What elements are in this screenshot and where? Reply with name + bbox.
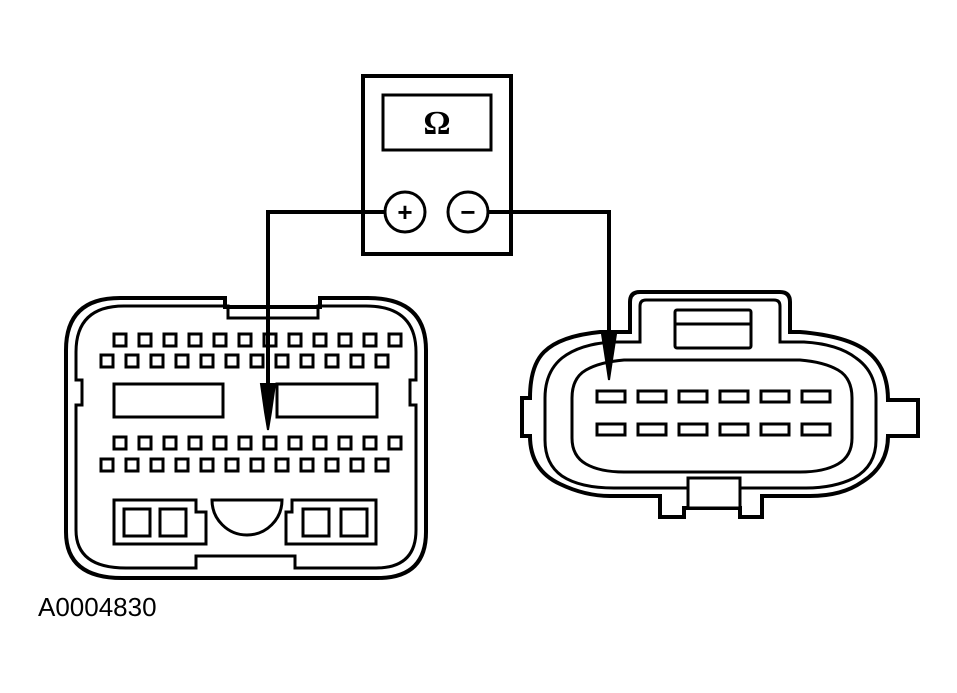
left-pin-cavity: [112, 435, 128, 451]
left-pin-cavity: [162, 435, 178, 451]
right-pin-cavity: [636, 422, 668, 437]
left-pin-cavity: [249, 353, 265, 369]
right-pin-cavity: [677, 389, 709, 404]
left-pin-cavity: [349, 457, 365, 473]
left-pin-cavity: [149, 353, 165, 369]
right-pin-cavity: [759, 389, 791, 404]
figure-id: A0004830: [38, 592, 157, 622]
positive-terminal-label: +: [397, 197, 412, 227]
right-pin-row-1: [595, 389, 832, 404]
left-pin-cavity: [387, 435, 403, 451]
left-pin-cavity: [387, 332, 403, 348]
left-pin-cavity: [287, 435, 303, 451]
left-connector: [64, 296, 428, 580]
left-connector-outer-shell: [64, 296, 428, 580]
left-pin-cavity: [124, 353, 140, 369]
negative-lead: [488, 210, 611, 335]
left-pin-cavity: [237, 435, 253, 451]
left-pin-cavity: [337, 435, 353, 451]
left-connector-slot-left: [112, 382, 225, 419]
left-connector-bottom-pin-3: [301, 507, 331, 538]
negative-probe-tip: [600, 333, 618, 381]
negative-terminal-label: −: [460, 197, 475, 227]
left-pin-cavity: [274, 353, 290, 369]
left-pin-cavity: [374, 457, 390, 473]
probe-tips: [259, 333, 618, 431]
right-pin-cavity: [595, 422, 627, 437]
left-pin-cavity: [187, 332, 203, 348]
left-connector-bottom-pin-1: [122, 507, 152, 538]
left-pin-cavity: [162, 332, 178, 348]
left-pin-cavity: [262, 332, 278, 348]
left-pin-cavity: [274, 457, 290, 473]
left-connector-bottom-pin-4: [339, 507, 369, 538]
left-pin-row-3: [112, 435, 403, 451]
ohm-symbol: Ω: [423, 105, 450, 142]
left-pin-row-1: [112, 332, 403, 348]
left-pin-cavity: [262, 435, 278, 451]
right-pin-cavity: [718, 389, 750, 404]
left-pin-cavity: [174, 353, 190, 369]
right-connector-inner-shell: [570, 358, 854, 474]
left-connector-bottom-left-bay: [112, 498, 208, 546]
left-pin-cavity: [362, 435, 378, 451]
left-connector-inner-shell: [74, 304, 418, 570]
right-pin-row-2: [595, 422, 832, 437]
right-connector-outer-shell: [520, 290, 920, 519]
left-pin-row-2: [99, 353, 390, 369]
left-pin-cavity: [224, 457, 240, 473]
right-connector: [520, 290, 920, 519]
ohmmeter: Ω + −: [361, 74, 513, 256]
left-pin-cavity: [299, 457, 315, 473]
left-pin-cavity: [337, 332, 353, 348]
right-pin-cavity: [800, 422, 832, 437]
left-pin-cavity: [149, 457, 165, 473]
right-pin-cavity: [759, 422, 791, 437]
left-connector-bottom-right-bay: [284, 498, 378, 546]
right-connector-middle-shell: [543, 298, 878, 490]
right-connector-bottom-lock: [686, 476, 742, 510]
left-pin-cavity: [124, 457, 140, 473]
left-pin-cavity: [199, 353, 215, 369]
left-pin-cavity: [349, 353, 365, 369]
left-pin-cavity: [174, 457, 190, 473]
left-pin-cavity: [99, 353, 115, 369]
ohmmeter-display: [381, 93, 493, 152]
left-pin-cavity: [287, 332, 303, 348]
left-pin-cavity: [137, 332, 153, 348]
left-pin-cavity: [324, 457, 340, 473]
left-pin-row-4: [99, 457, 390, 473]
left-pin-cavity: [199, 457, 215, 473]
left-connector-slot-right: [275, 382, 379, 419]
positive-probe-tip: [259, 383, 277, 431]
left-pin-cavity: [137, 435, 153, 451]
right-pin-cavity: [800, 389, 832, 404]
right-pin-cavity: [636, 389, 668, 404]
left-pin-cavity: [312, 435, 328, 451]
right-connector-latch: [673, 308, 753, 350]
left-pin-cavity: [224, 353, 240, 369]
left-pin-cavity: [99, 457, 115, 473]
left-pin-cavity: [112, 332, 128, 348]
left-pin-cavity: [312, 332, 328, 348]
left-pin-cavity: [374, 353, 390, 369]
left-pin-cavity: [324, 353, 340, 369]
left-pin-cavity: [249, 457, 265, 473]
left-pin-cavity: [299, 353, 315, 369]
left-pin-cavity: [237, 332, 253, 348]
right-pin-cavity: [595, 389, 627, 404]
right-pin-cavity: [718, 422, 750, 437]
left-pin-cavity: [362, 332, 378, 348]
left-pin-cavity: [187, 435, 203, 451]
left-connector-bottom-pin-2: [158, 507, 188, 538]
left-pin-cavity: [212, 332, 228, 348]
positive-lead: [266, 210, 385, 385]
left-connector-key-semicircle: [210, 498, 284, 537]
left-pin-cavity: [212, 435, 228, 451]
test-leads: [266, 210, 611, 385]
right-pin-cavity: [677, 422, 709, 437]
